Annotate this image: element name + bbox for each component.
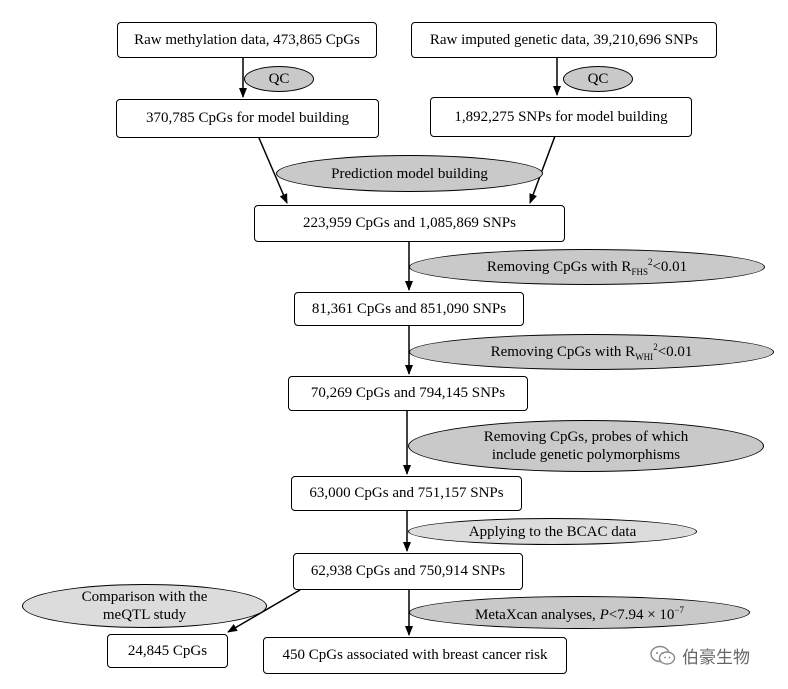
metaxcan-ellipse: MetaXcan analyses, P<7.94 × 10−7	[409, 596, 750, 629]
step2-box: 81,361 CpGs and 851,090 SNPs	[294, 292, 524, 326]
step1-box: 223,959 CpGs and 1,085,869 SNPs	[254, 205, 565, 242]
qc-left-ellipse: QC	[244, 66, 314, 92]
final-box: 450 CpGs associated with breast cancer r…	[263, 637, 567, 674]
prediction-ellipse: Prediction model building	[276, 155, 543, 192]
watermark: 伯豪生物	[650, 643, 750, 668]
bcac-ellipse: Applying to the BCAC data	[408, 518, 697, 545]
raw-methylation-box: Raw methylation data, 473,865 CpGs	[117, 22, 377, 58]
metaxcan-label: MetaXcan analyses, P<7.94 × 10−7	[475, 605, 684, 623]
arrow-cpgs-to-step1	[258, 137, 288, 204]
arrow-step5-to-meqtl	[227, 589, 301, 633]
remove-fhs-label: Removing CpGs with RFHS2<0.01	[486, 257, 688, 277]
raw-genetic-box: Raw imputed genetic data, 39,210,696 SNP…	[411, 22, 717, 58]
wechat-icon	[650, 645, 676, 665]
qc-right-ellipse: QC	[563, 66, 633, 92]
meqtl-result-box: 24,845 CpGs	[107, 634, 228, 668]
step5-box: 62,938 CpGs and 750,914 SNPs	[293, 553, 523, 590]
step3-box: 70,269 CpGs and 794,145 SNPs	[288, 376, 528, 411]
cpgs-model-box: 370,785 CpGs for model building	[116, 99, 379, 138]
arrow-snps-to-step1	[529, 135, 556, 204]
snps-model-box: 1,892,275 SNPs for model building	[430, 97, 692, 137]
remove-whi-ellipse: Removing CpGs with RWHI2<0.01	[409, 334, 774, 370]
remove-fhs-ellipse: Removing CpGs with RFHS2<0.01	[409, 249, 765, 285]
step4-box: 63,000 CpGs and 751,157 SNPs	[291, 476, 522, 511]
watermark-text: 伯豪生物	[682, 648, 750, 668]
remove-whi-label: Removing CpGs with RWHI2<0.01	[490, 342, 693, 362]
